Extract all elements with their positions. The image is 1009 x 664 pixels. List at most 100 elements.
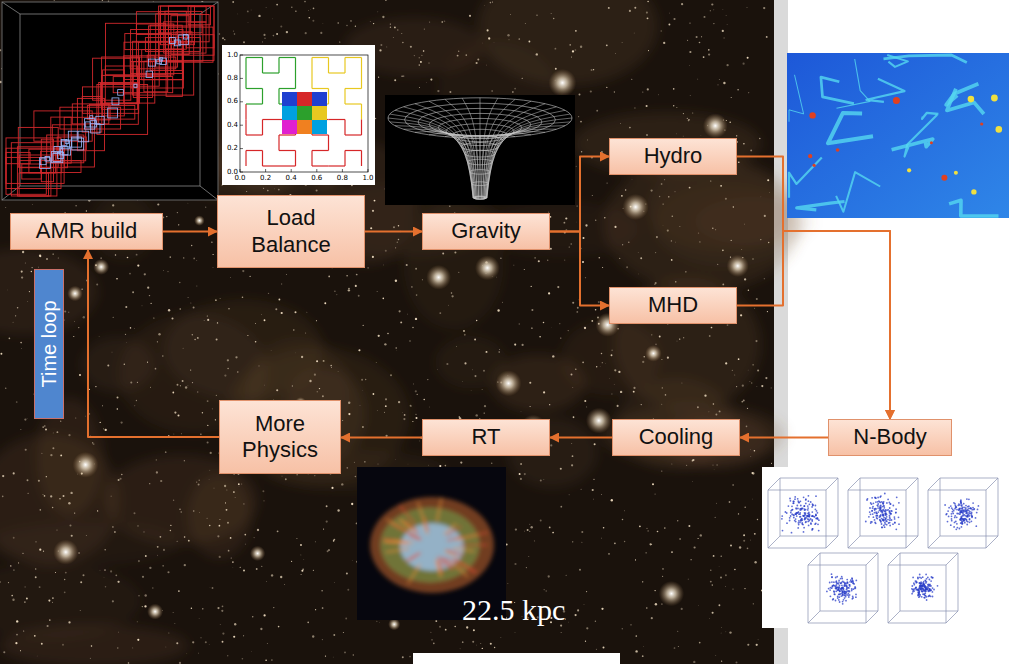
star xyxy=(765,377,767,379)
star xyxy=(732,589,733,590)
star xyxy=(184,564,186,566)
star xyxy=(410,46,412,48)
star xyxy=(635,635,637,637)
star xyxy=(151,303,152,304)
star xyxy=(120,421,122,423)
star xyxy=(689,95,691,97)
star xyxy=(549,404,550,405)
star xyxy=(686,465,687,466)
star xyxy=(400,321,402,323)
star xyxy=(39,255,41,257)
star xyxy=(651,617,653,619)
star xyxy=(661,183,663,185)
star xyxy=(768,242,769,243)
star xyxy=(747,644,749,646)
star xyxy=(20,650,21,651)
star xyxy=(68,502,70,504)
star xyxy=(97,510,98,511)
star xyxy=(754,561,756,563)
star xyxy=(112,600,114,602)
star xyxy=(720,185,722,187)
star xyxy=(639,525,641,527)
star xyxy=(689,22,690,23)
star xyxy=(623,510,625,512)
star xyxy=(79,609,81,611)
star xyxy=(697,78,699,80)
star xyxy=(713,23,714,24)
star xyxy=(487,29,489,31)
star xyxy=(16,401,18,403)
star xyxy=(732,484,733,485)
star xyxy=(472,641,474,643)
galaxy-halo xyxy=(623,194,649,220)
star xyxy=(383,264,385,266)
star xyxy=(429,406,431,408)
star xyxy=(52,597,54,599)
star xyxy=(708,618,710,620)
star xyxy=(715,655,717,657)
star xyxy=(342,420,344,422)
star xyxy=(127,257,129,259)
star xyxy=(676,107,678,109)
star xyxy=(358,349,360,351)
star xyxy=(419,57,420,58)
star xyxy=(23,631,24,632)
star xyxy=(120,478,122,480)
star xyxy=(663,204,664,205)
star xyxy=(663,42,665,44)
star xyxy=(174,623,176,625)
star xyxy=(177,384,179,386)
refinement-patch xyxy=(130,57,176,69)
star xyxy=(74,513,75,514)
star xyxy=(26,418,28,420)
star xyxy=(681,608,683,610)
star xyxy=(16,620,18,622)
star xyxy=(637,252,639,254)
star xyxy=(49,619,51,621)
star xyxy=(725,362,727,364)
star xyxy=(767,311,768,312)
star xyxy=(145,594,147,596)
star xyxy=(113,317,114,318)
star xyxy=(757,369,759,371)
star xyxy=(337,371,339,373)
star xyxy=(683,113,684,114)
star xyxy=(270,350,272,352)
star xyxy=(163,549,165,551)
star xyxy=(596,110,598,112)
star xyxy=(631,79,632,80)
star xyxy=(348,413,350,415)
star xyxy=(569,247,570,248)
star xyxy=(445,629,447,631)
star xyxy=(655,344,657,346)
star xyxy=(522,344,524,346)
star xyxy=(575,30,577,32)
star xyxy=(572,387,574,389)
star xyxy=(278,189,280,191)
star xyxy=(412,421,413,422)
star xyxy=(75,417,77,419)
star xyxy=(457,55,459,57)
star xyxy=(301,570,303,572)
star xyxy=(630,624,631,625)
star xyxy=(26,598,28,600)
star xyxy=(310,9,312,11)
star xyxy=(611,350,612,351)
star xyxy=(725,198,727,200)
star xyxy=(661,403,663,405)
star xyxy=(197,337,199,339)
star xyxy=(21,271,23,273)
star xyxy=(11,595,13,597)
star xyxy=(31,271,32,272)
star xyxy=(736,662,738,664)
star xyxy=(68,621,70,623)
star xyxy=(314,374,316,376)
refinement-patch xyxy=(34,111,92,141)
star xyxy=(117,647,118,648)
star xyxy=(415,417,417,419)
star xyxy=(582,362,584,364)
star xyxy=(771,463,772,464)
star xyxy=(700,135,702,137)
star xyxy=(137,525,138,526)
star xyxy=(744,223,746,225)
